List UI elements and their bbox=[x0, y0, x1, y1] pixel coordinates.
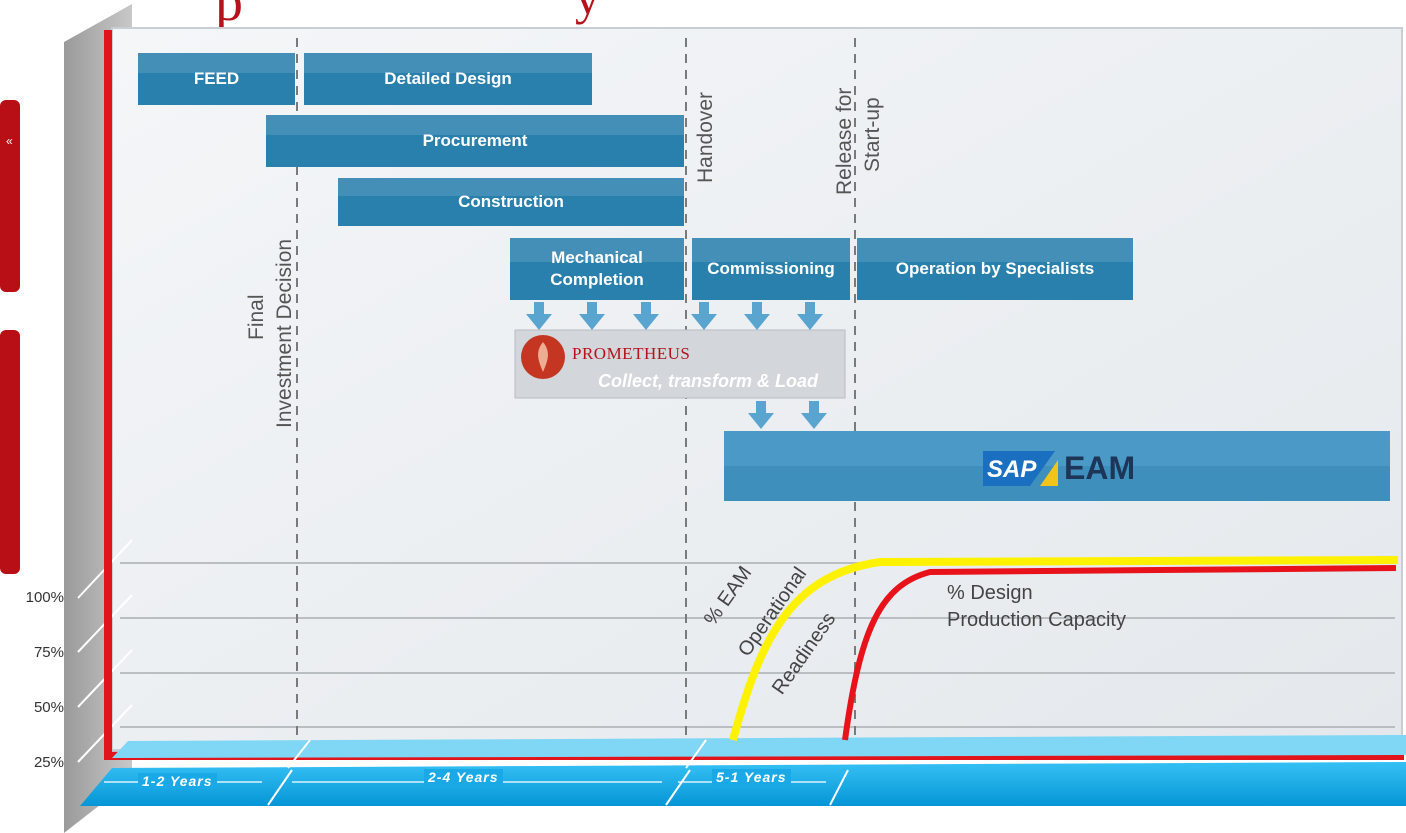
duration-label-1: 1-2 Years bbox=[138, 773, 217, 789]
feed-box bbox=[138, 53, 295, 105]
floor-top bbox=[112, 735, 1406, 758]
operation-box bbox=[857, 238, 1133, 300]
design-curve-label-line2: Production Capacity bbox=[947, 609, 1126, 631]
construction-box bbox=[338, 178, 684, 226]
procurement-box bbox=[266, 115, 684, 167]
tick-label-50: 50% bbox=[33, 699, 64, 716]
sap-logo-text: SAP bbox=[987, 456, 1037, 483]
tick-label-100: 100% bbox=[25, 589, 64, 606]
handover-label: Handover bbox=[694, 91, 717, 183]
vertical-axis bbox=[104, 30, 112, 760]
eam-readiness-curve bbox=[729, 556, 1399, 742]
prometheus-name: PROMETHEUS bbox=[572, 344, 691, 363]
svg-text:«: « bbox=[6, 134, 13, 148]
duration-dividers bbox=[267, 739, 849, 806]
tick-label-25: 25% bbox=[33, 754, 64, 771]
prometheus-tagline: Collect, transform & Load bbox=[598, 371, 819, 391]
tick-label-75: 75% bbox=[33, 644, 64, 661]
sap-logo-icon bbox=[983, 451, 1055, 486]
duration-label-3: 5-1 Years bbox=[712, 769, 791, 785]
fid-label-line1: Final bbox=[245, 294, 268, 340]
down-arrows bbox=[526, 302, 827, 429]
release-label-line2: Start-up bbox=[861, 97, 884, 172]
title-fragment: y bbox=[575, 0, 600, 25]
eam-label: EAM bbox=[1064, 450, 1136, 486]
side-panel bbox=[0, 330, 20, 574]
phase-boxes bbox=[138, 53, 1133, 300]
prometheus-panel bbox=[514, 329, 846, 399]
design-capacity-curve bbox=[842, 565, 1397, 741]
detailed-design-box bbox=[304, 53, 592, 105]
design-curve-label-line1: % Design bbox=[947, 582, 1033, 604]
side-panel bbox=[0, 100, 20, 292]
mechanical-completion-box bbox=[510, 238, 684, 300]
release-label-line1: Release for bbox=[833, 87, 856, 195]
fid-label-line2: Investment Decision bbox=[273, 238, 296, 428]
duration-label-2: 2-4 Years bbox=[424, 769, 503, 785]
commissioning-box bbox=[692, 238, 850, 300]
